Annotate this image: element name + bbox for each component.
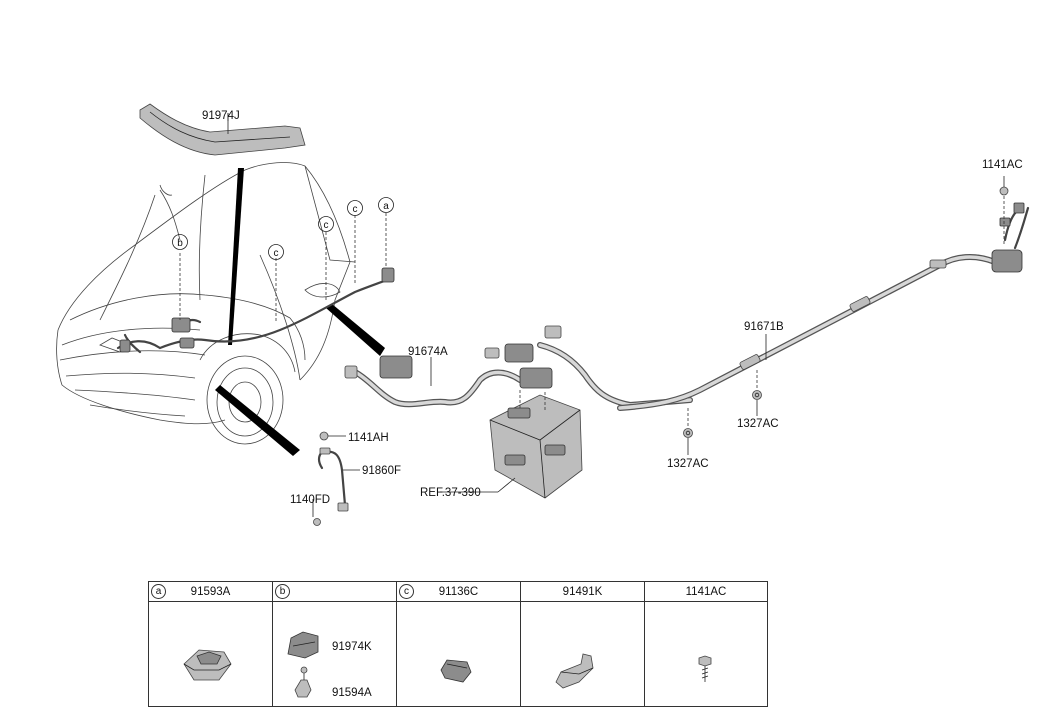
label-1140FD: 1140FD xyxy=(290,494,330,506)
legend-header-b: b xyxy=(272,581,397,602)
label-1141AH: 1141AH xyxy=(348,432,389,444)
callout-circle-b: b xyxy=(177,238,183,249)
legend-image-row: 91974K 91594A xyxy=(148,601,768,707)
grommet-icon xyxy=(183,649,232,681)
label-1141AC: 1141AC xyxy=(982,159,1023,171)
circle-callouts: b c c c a xyxy=(172,197,394,260)
callout-circle-c: c xyxy=(353,204,358,215)
legend-part-91974K: 91974K xyxy=(332,641,372,653)
label-91674A: 91674A xyxy=(408,346,448,358)
legend-circle-a: a xyxy=(151,584,166,599)
callout-circle-c: c xyxy=(324,220,329,231)
label-1327AC: 1327AC xyxy=(667,458,709,470)
legend-cell-91136C xyxy=(396,601,521,707)
legend-cell-91593A xyxy=(148,601,273,707)
label-91860F: 91860F xyxy=(362,465,401,477)
label-1327AC: 1327AC xyxy=(737,418,779,430)
harness-91671B xyxy=(617,196,1030,428)
harness-91674A xyxy=(344,325,693,408)
protector-91974J xyxy=(139,103,306,156)
legend-part-91594A: 91594A xyxy=(332,687,372,699)
legend-header-row: a 91593A b c 91136C 91491K 1141AC xyxy=(148,581,768,602)
label-ref: REF.37-390 xyxy=(420,487,481,499)
pointer-wedges xyxy=(215,168,385,456)
callout-circle-a: a xyxy=(383,201,389,212)
legend-circle-c: c xyxy=(399,584,414,599)
bolt-icon xyxy=(698,655,712,682)
leader-lines xyxy=(227,113,767,510)
callout-circle-c: c xyxy=(274,248,279,259)
vehicle-outline xyxy=(56,162,356,445)
legend-cell-1141AC xyxy=(644,601,768,707)
ground-strap-91860F xyxy=(312,431,360,526)
parts-legend-table: a 91593A b c 91136C 91491K 1141AC xyxy=(148,581,768,707)
protector-icon xyxy=(555,653,594,689)
harness-clip-icon xyxy=(440,659,472,683)
legend-cell-b: 91974K 91594A xyxy=(272,601,397,707)
legend-cell-91491K xyxy=(520,601,645,707)
legend-part-number: 1141AC xyxy=(685,585,727,598)
legend-part-number: 91593A xyxy=(190,585,231,598)
front-harness xyxy=(116,213,395,354)
clip-icon xyxy=(287,631,319,698)
part-labels: 91974J 1141AC 91671B 91674A 1327AC 1327A… xyxy=(202,110,1023,506)
legend-header-c: c 91136C xyxy=(396,581,521,602)
legend-header-d: 91491K xyxy=(520,581,645,602)
legend-header-e: 1141AC xyxy=(644,581,768,602)
ref-component-block xyxy=(489,390,583,499)
fasteners xyxy=(683,176,1009,455)
legend-part-number: 91491K xyxy=(562,585,603,598)
label-91671B: 91671B xyxy=(744,321,784,333)
legend-circle-b: b xyxy=(275,584,290,599)
label-91974J: 91974J xyxy=(202,110,240,122)
legend-part-number: 91136C xyxy=(438,585,479,598)
legend-header-a: a 91593A xyxy=(148,581,273,602)
